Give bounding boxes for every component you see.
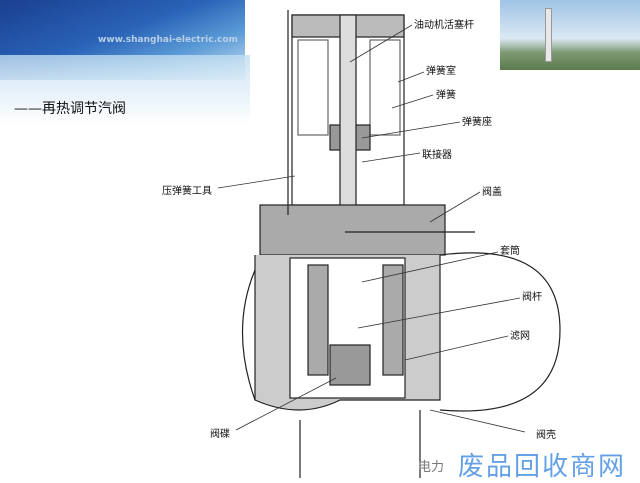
label-spring-tool: 压弹簧工具: [162, 186, 212, 197]
site-watermark: 废品回收商网: [458, 452, 627, 482]
label-stem: 阀杆: [522, 292, 542, 303]
label-spring-chamber: 弹簧室: [426, 66, 456, 77]
power-plant-photo: [500, 0, 640, 70]
label-strainer: 滤网: [510, 331, 530, 342]
banner-fade: [0, 55, 250, 125]
label-spring: 弹簧: [436, 90, 456, 101]
wechat-watermark: 电力: [418, 460, 445, 475]
label-bonnet: 阀盖: [482, 187, 502, 198]
label-casing: 阀壳: [536, 430, 556, 441]
website-url: www.shanghai-electric.com: [98, 35, 238, 45]
label-piston-rod: 油动机活塞杆: [414, 20, 474, 31]
valve-disc-shape: [329, 344, 371, 386]
label-sleeve: 套筒: [500, 246, 520, 257]
label-spring-seat: 弹簧座: [462, 117, 492, 128]
label-disc: 阀碟: [210, 429, 230, 440]
bonnet-shape: [259, 204, 446, 256]
chimney: [545, 8, 552, 62]
slide-title: ——再热调节汽阀: [14, 101, 126, 117]
label-coupling: 联接器: [422, 150, 452, 161]
